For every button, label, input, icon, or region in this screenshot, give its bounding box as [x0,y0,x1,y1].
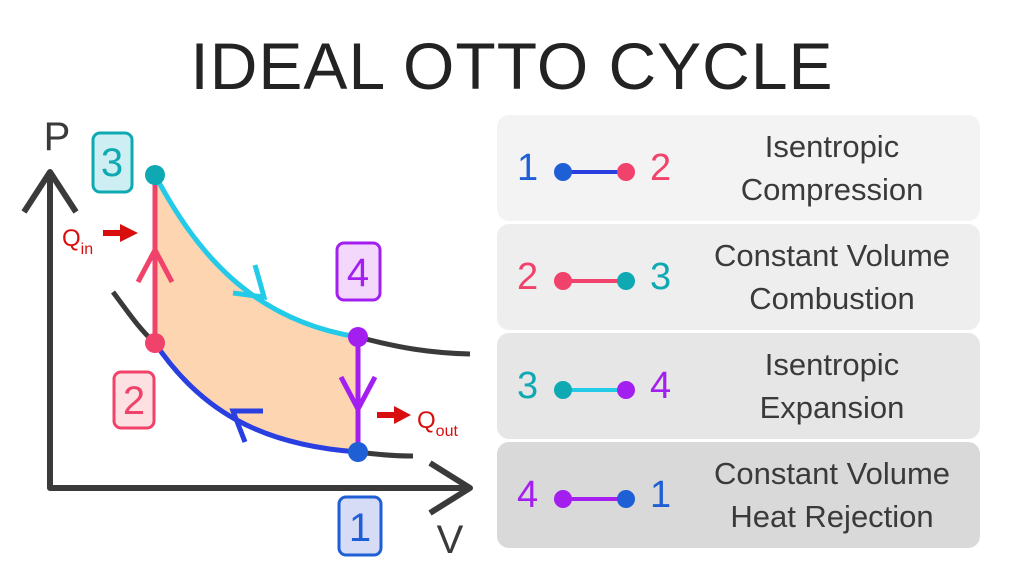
legend-line2: Expansion [759,390,905,425]
point-4-label: 4 [347,251,369,295]
process-1-2-arrow [229,408,263,443]
process-3-4-arrow [232,264,268,300]
cycle-area [155,175,358,452]
legend-to: 4 [650,365,672,407]
legend-from: 2 [517,256,539,298]
pv-diagram: 3 2 4 1 P V Qin Qout [21,115,473,562]
point-2-box [112,370,156,430]
heat-out-q: Q [417,407,436,434]
legend-line [563,170,627,174]
point-1-label: 1 [349,506,371,550]
point-2-label: 2 [123,379,145,423]
legend-dot-to [617,490,635,508]
point-1-dot [348,442,368,462]
process-3-4-curve [152,173,359,340]
legend-line2: Compression [740,172,924,207]
point-4-dot [348,327,368,347]
point-3-label: 3 [101,141,123,185]
heat-in-arrowhead [120,224,138,242]
point-3-dot [145,165,165,185]
y-axis [21,169,473,516]
legend-from: 1 [517,147,539,189]
point-2-dot [145,333,165,353]
x-axis-label: V [437,518,464,562]
legend-line [563,388,627,392]
legend-from: 3 [517,365,539,407]
legend-line2: Heat Rejection [730,499,934,534]
legend-line1: Isentropic [764,347,900,382]
point-1-box [337,495,383,557]
legend-line [563,279,627,283]
legend-dot-to [617,272,635,290]
legend-line1: Constant Volume [713,238,951,273]
legend-dot-from [554,163,572,181]
heat-in-label: Qin [62,225,93,258]
legend-dot-from [554,272,572,290]
legend-to: 1 [650,474,672,516]
legend-line [563,497,627,501]
legend-line1: Constant Volume [713,456,951,491]
legend-to: 3 [650,256,672,298]
legend-dot-from [554,381,572,399]
isentrope-upper-extension [357,334,471,357]
legend-dot-from [554,490,572,508]
heat-out-arrowhead [394,406,411,424]
page-title: IDEAL OTTO CYCLE [190,29,834,103]
legend-from: 4 [517,474,539,516]
process-2-3-line [135,175,175,343]
legend-dot-to [617,163,635,181]
legend-line1: Isentropic [764,129,900,164]
y-axis-label: P [44,115,71,159]
heat-out-sub: out [436,423,459,440]
legend-line2: Combustion [749,281,915,316]
heat-in-sub: in [81,241,93,258]
point-4-box [335,241,382,302]
process-4-1-line [338,337,378,452]
legend-to: 2 [650,147,672,189]
heat-in-q: Q [62,225,81,252]
legend-dot-to [617,381,635,399]
point-3-box [91,131,134,194]
heat-out-label: Qout [417,407,458,440]
